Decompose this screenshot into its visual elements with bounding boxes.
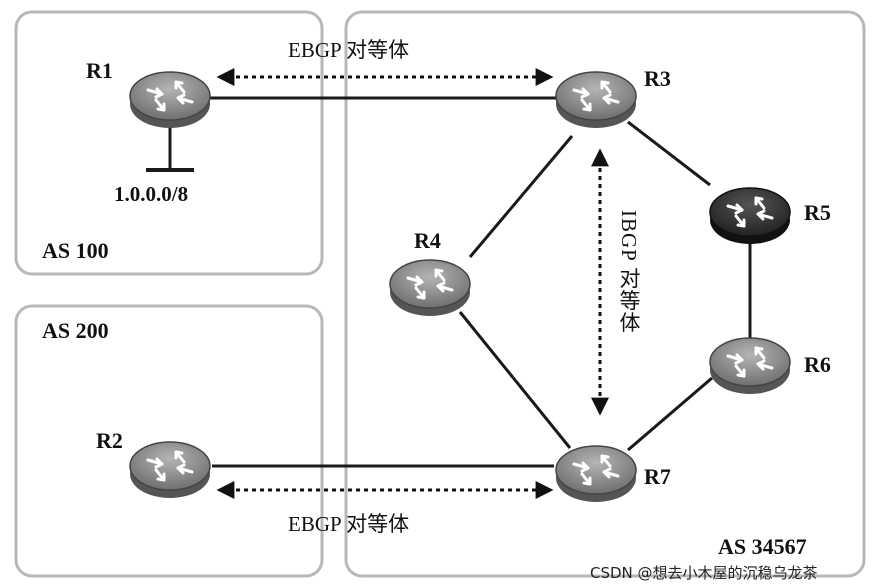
link-r4-r7	[458, 311, 572, 449]
as34567-label: AS 34567	[718, 534, 807, 559]
router-r1-label: R1	[86, 58, 113, 83]
router-r5-label: R5	[804, 200, 831, 225]
as200-label: AS 200	[42, 318, 109, 343]
ibgp-label: IBGP 对等体	[617, 210, 641, 334]
link-r3-r5	[627, 120, 711, 187]
router-r5-icon	[708, 186, 792, 246]
prefix-label: 1.0.0.0/8	[114, 182, 189, 206]
as100-label: AS 100	[42, 238, 109, 263]
watermark-text: CSDN @想去小木屋的沉稳乌龙茶	[590, 564, 818, 582]
link-r3-r4	[468, 135, 574, 258]
router-r4-icon	[388, 258, 472, 318]
router-r2-icon	[128, 440, 212, 500]
router-r6-label: R6	[804, 352, 831, 377]
ebgp-top-label: EBGP 对等体	[288, 38, 410, 62]
as200-region	[14, 304, 324, 578]
router-r1-icon	[128, 70, 212, 130]
router-r2-label: R2	[96, 428, 123, 453]
router-r3-label: R3	[644, 66, 671, 91]
router-r4-label: R4	[414, 228, 441, 253]
ebgp-bottom-label: EBGP 对等体	[288, 512, 410, 536]
router-r6-icon	[708, 336, 792, 396]
router-r7-label: R7	[644, 464, 671, 489]
router-r3-icon	[554, 70, 638, 130]
router-r7-icon	[554, 444, 638, 504]
as100-region	[14, 10, 324, 276]
as34567-region	[344, 10, 866, 578]
link-r6-r7	[627, 376, 713, 452]
